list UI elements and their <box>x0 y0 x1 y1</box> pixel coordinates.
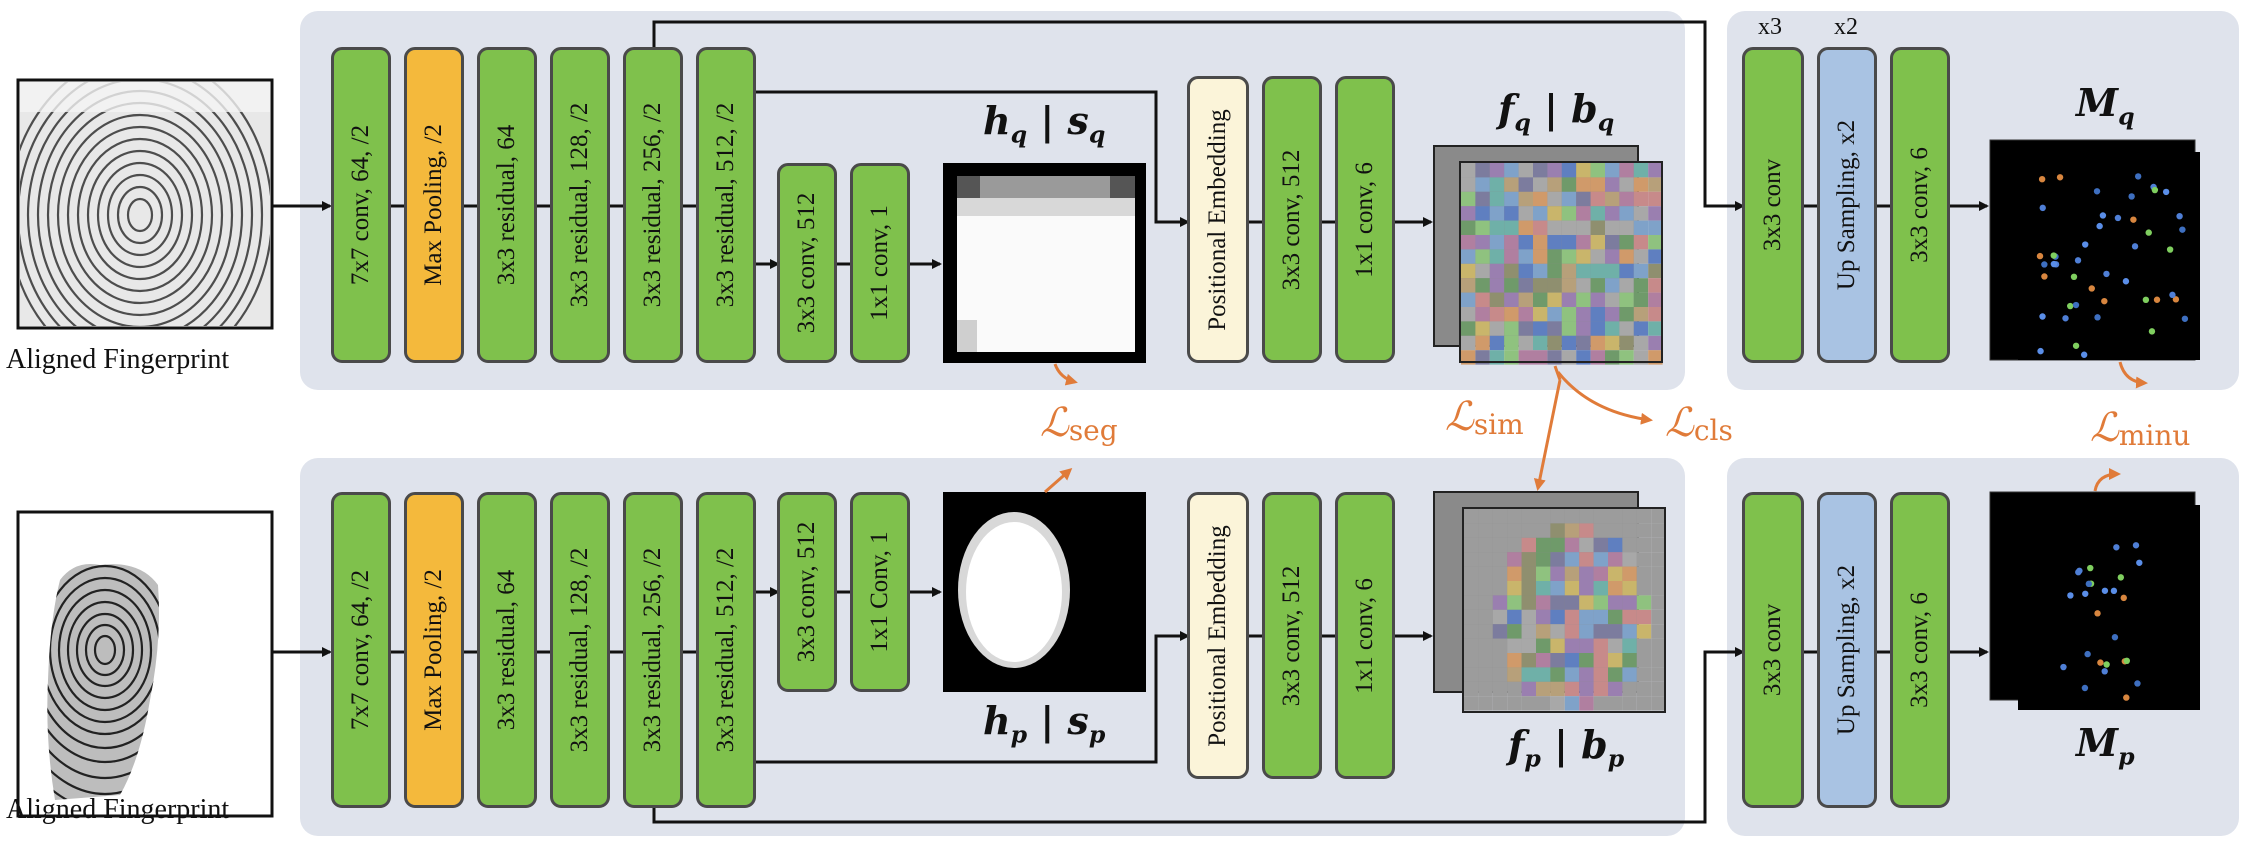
bottom-minu-upsample: Up Sampling, x2 <box>1817 492 1877 808</box>
top-feat-conv6: 1x1 conv, 6 <box>1335 76 1395 363</box>
top-block-res128: 3x3 residual, 128, /2 <box>550 47 610 363</box>
label-fq-bq: fq | bq <box>1498 86 1615 137</box>
top-block-conv7x7: 7x7 conv, 64, /2 <box>331 47 391 363</box>
bottom-minu-conv6: 3x3 conv, 6 <box>1890 492 1950 808</box>
bottom-feat-conv6: 1x1 conv, 6 <box>1335 492 1395 779</box>
probe-fingerprint-caption: Aligned Fingerprint <box>6 794 230 825</box>
bottom-block-res128: 3x3 residual, 128, /2 <box>550 492 610 808</box>
bottom-seg-conv1: 1x1 Conv, 1 <box>850 492 910 692</box>
bottom-block-res64: 3x3 residual, 64 <box>477 492 537 808</box>
loss-seg: ℒseg <box>1040 400 1118 448</box>
label-hq-sq: hq | sq <box>983 98 1106 149</box>
top-minu-conv3x3: 3x3 conv <box>1742 47 1804 363</box>
bottom-block-res256: 3x3 residual, 256, /2 <box>623 492 683 808</box>
query-fingerprint-caption: Aligned Fingerprint <box>6 344 230 375</box>
loss-cls: ℒcls <box>1665 400 1733 448</box>
bottom-feat-conv512: 3x3 conv, 512 <box>1262 492 1322 779</box>
bottom-block-conv7x7: 7x7 conv, 64, /2 <box>331 492 391 808</box>
label-mq: Mq <box>2076 80 2135 131</box>
bottom-block-maxpool: Max Pooling, /2 <box>404 492 464 808</box>
top-feat-conv512: 3x3 conv, 512 <box>1262 76 1322 363</box>
top-block-res512: 3x3 residual, 512, /2 <box>696 47 756 363</box>
label-mp: Mp <box>2076 720 2135 771</box>
label-hp-sp: hp | sp <box>983 698 1106 749</box>
top-positional-embedding: Positional Embedding <box>1187 76 1249 363</box>
top-block-res64: 3x3 residual, 64 <box>477 47 537 363</box>
repeat-mark-upsample: x2 <box>1834 14 1858 40</box>
top-minu-upsample: Up Sampling, x2 <box>1817 47 1877 363</box>
top-block-maxpool: Max Pooling, /2 <box>404 47 464 363</box>
label-fp-bp: fp | bp <box>1508 722 1625 773</box>
loss-minu: ℒminu <box>2090 405 2191 453</box>
bottom-minu-conv3x3: 3x3 conv <box>1742 492 1804 808</box>
bottom-block-res512: 3x3 residual, 512, /2 <box>696 492 756 808</box>
top-minu-conv6: 3x3 conv, 6 <box>1890 47 1950 363</box>
repeat-mark-conv: x3 <box>1758 14 1782 40</box>
top-seg-conv512: 3x3 conv, 512 <box>777 163 837 363</box>
bottom-positional-embedding: Positional Embedding <box>1187 492 1249 779</box>
top-block-res256: 3x3 residual, 256, /2 <box>623 47 683 363</box>
top-seg-conv1: 1x1 conv, 1 <box>850 163 910 363</box>
bottom-seg-conv512: 3x3 conv, 512 <box>777 492 837 692</box>
loss-sim: ℒsim <box>1445 394 1524 442</box>
